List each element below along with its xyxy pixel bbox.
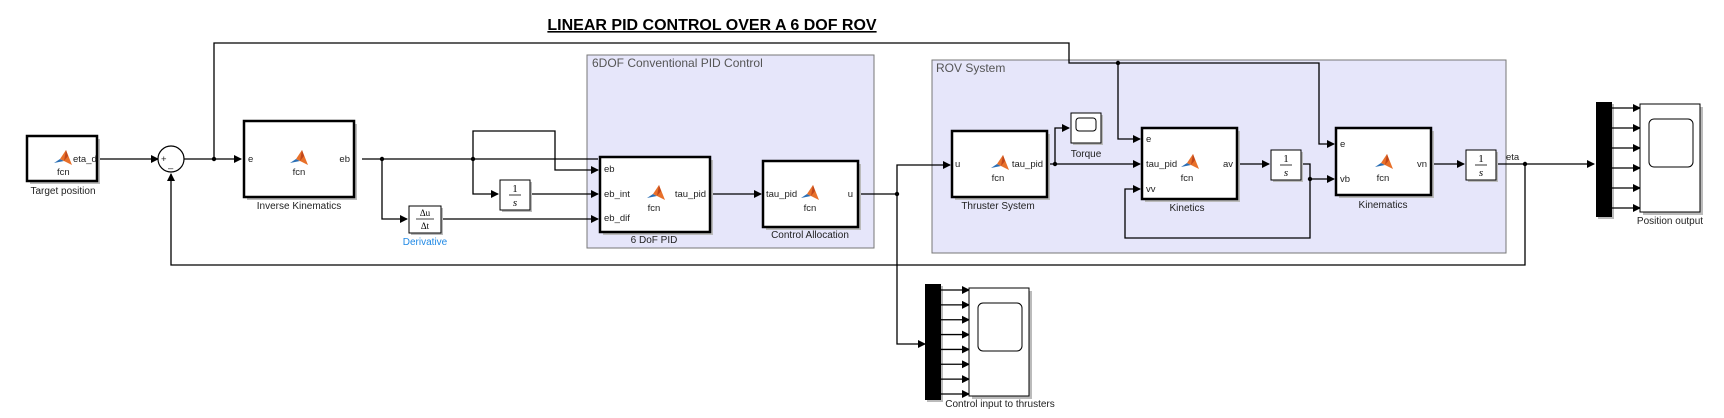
port-label: eb [604,164,615,175]
block-label: Kinematics [1359,200,1408,211]
port-label: eta_d [73,154,97,165]
integrator-block[interactable]: 1 s [499,179,532,212]
integrator-block[interactable]: 1 s [1465,149,1498,182]
control-allocation-block[interactable]: tau_pid u fcn Control Allocation [761,159,861,241]
plus-sign: + [161,154,167,165]
block-label: Inverse Kinematics [257,201,341,212]
port-label: av [1223,159,1233,170]
junction-dot [1052,161,1058,167]
block-label: Kinetics [1169,203,1204,214]
block-body-text: fcn [1181,173,1194,184]
port-label: e [1340,139,1345,150]
signal-lines [99,42,1595,348]
block-body-text: fcn [1377,173,1390,184]
signal-label-eta: eta [1506,152,1520,163]
junction-dot [1115,60,1121,66]
wire-velocity-feedback [1124,163,1311,239]
port-label: tau_pid [1146,159,1177,170]
block-label: Torque [1071,149,1102,160]
wire-u-to-thruster [896,161,951,194]
wire-eb-to-pid [472,130,599,174]
minus-sign: – [168,163,174,174]
port-label: e [248,154,253,165]
port-label: vb [1340,174,1350,185]
junction-dot [379,156,385,162]
thruster-system-block[interactable]: u tau_pid fcn Thruster System [950,129,1050,212]
derivative-numerator: Δu [420,208,431,218]
kinematics-block[interactable]: e vb vn fcn Kinematics [1334,126,1434,211]
thruster-mux-outputs [941,286,970,398]
port-label: vv [1146,184,1156,195]
block-label: Position output [1637,216,1703,227]
block-label: Target position [30,186,95,197]
block-label: Derivative [403,237,448,248]
pid-block[interactable]: eb eb_int eb_dif tau_pid fcn 6 DoF PID [598,155,713,246]
integrator-numerator: 1 [1283,153,1289,165]
integrator-denominator: s [1284,167,1288,179]
inverse-kinematics-block[interactable]: e eb fcn Inverse Kinematics [242,119,357,212]
port-label: vn [1417,159,1427,170]
pid-area-label: 6DOF Conventional PID Control [592,56,763,70]
integrator-numerator: 1 [512,183,518,195]
thruster-scope-block[interactable]: Control input to thrusters [945,287,1055,410]
port-label: eb [339,154,350,165]
junction-dot [470,156,476,162]
port-label: u [848,189,853,200]
port-label: eb_int [604,189,630,200]
junction-dot [1522,161,1528,167]
thruster-mux-block[interactable] [925,284,943,402]
derivative-block[interactable]: Δu Δt Derivative [403,205,448,248]
block-body-text: fcn [293,167,306,178]
position-scope-block[interactable]: Position output [1637,103,1703,227]
integrator-numerator: 1 [1478,153,1484,165]
kinetics-block[interactable]: e tau_pid vv av fcn Kinetics [1140,126,1240,214]
wire-u-to-mux [896,194,926,348]
sum-block[interactable]: + – [157,145,185,174]
integrator-block[interactable]: 1 s [1270,149,1303,182]
block-label: Control input to thrusters [945,399,1055,410]
block-label: 6 DoF PID [631,235,678,246]
block-body-text: fcn [804,203,817,214]
rov-area-label: ROV System [936,61,1005,75]
wire-error-to-kinetics [1117,63,1141,143]
port-label: eb_dif [604,213,630,224]
position-mux-block[interactable] [1596,102,1614,219]
junction-dot [211,156,217,162]
integrator-denominator: s [1479,167,1483,179]
port-label: u [955,159,960,170]
block-body-text: fcn [57,167,70,178]
block-body-text: fcn [992,173,1005,184]
junction-dot [894,191,900,197]
diagram-title: LINEAR PID CONTROL OVER A 6 DOF ROV [547,17,877,34]
wire-eta-feedback [167,164,1526,266]
derivative-denominator: Δt [421,221,430,231]
integrator-denominator: s [513,197,517,209]
torque-scope-block[interactable]: Torque [1070,112,1103,160]
junction-dot [1307,176,1313,182]
position-mux-outputs [1612,104,1641,212]
block-label: Control Allocation [771,230,849,241]
wire-error-to-kinematics [213,42,1335,159]
wire-eb-to-integrator [472,159,499,198]
wire-thruster-to-torque [1054,124,1070,164]
wire-eb-to-derivative [381,159,408,223]
port-label: tau_pid [766,189,797,200]
port-label: tau_pid [1012,159,1043,170]
target-position-block[interactable]: eta_d fcn Target position [25,134,100,197]
port-label: e [1146,134,1151,145]
block-label: Thruster System [961,201,1034,212]
port-label: tau_pid [675,189,706,200]
block-body-text: fcn [648,203,661,214]
